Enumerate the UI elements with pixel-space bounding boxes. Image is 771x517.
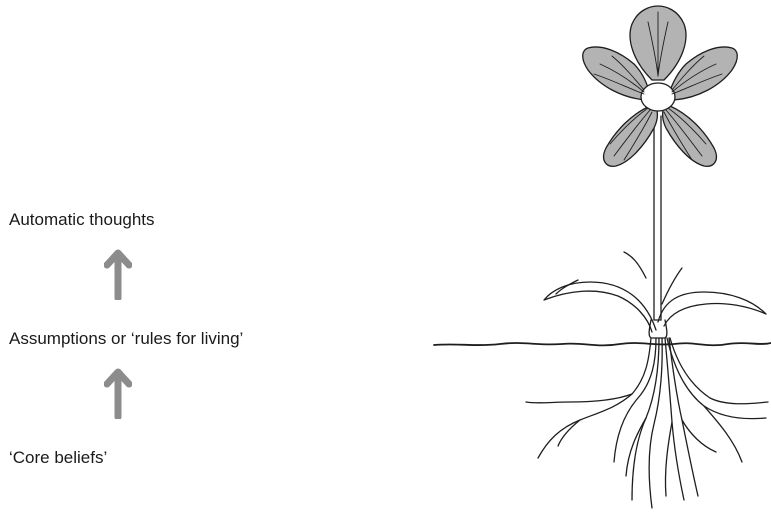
up-arrow-icon — [104, 248, 132, 300]
stem — [649, 116, 667, 338]
flower-head — [583, 6, 738, 166]
up-arrow-icon — [104, 367, 132, 419]
roots — [526, 338, 768, 508]
automatic-thoughts-label: Automatic thoughts — [9, 210, 155, 230]
ground-line — [434, 343, 771, 345]
assumptions-label: Assumptions or ‘rules for living’ — [9, 329, 243, 349]
core-beliefs-label: ‘Core beliefs’ — [9, 448, 107, 468]
flower-plant-icon — [420, 0, 771, 517]
